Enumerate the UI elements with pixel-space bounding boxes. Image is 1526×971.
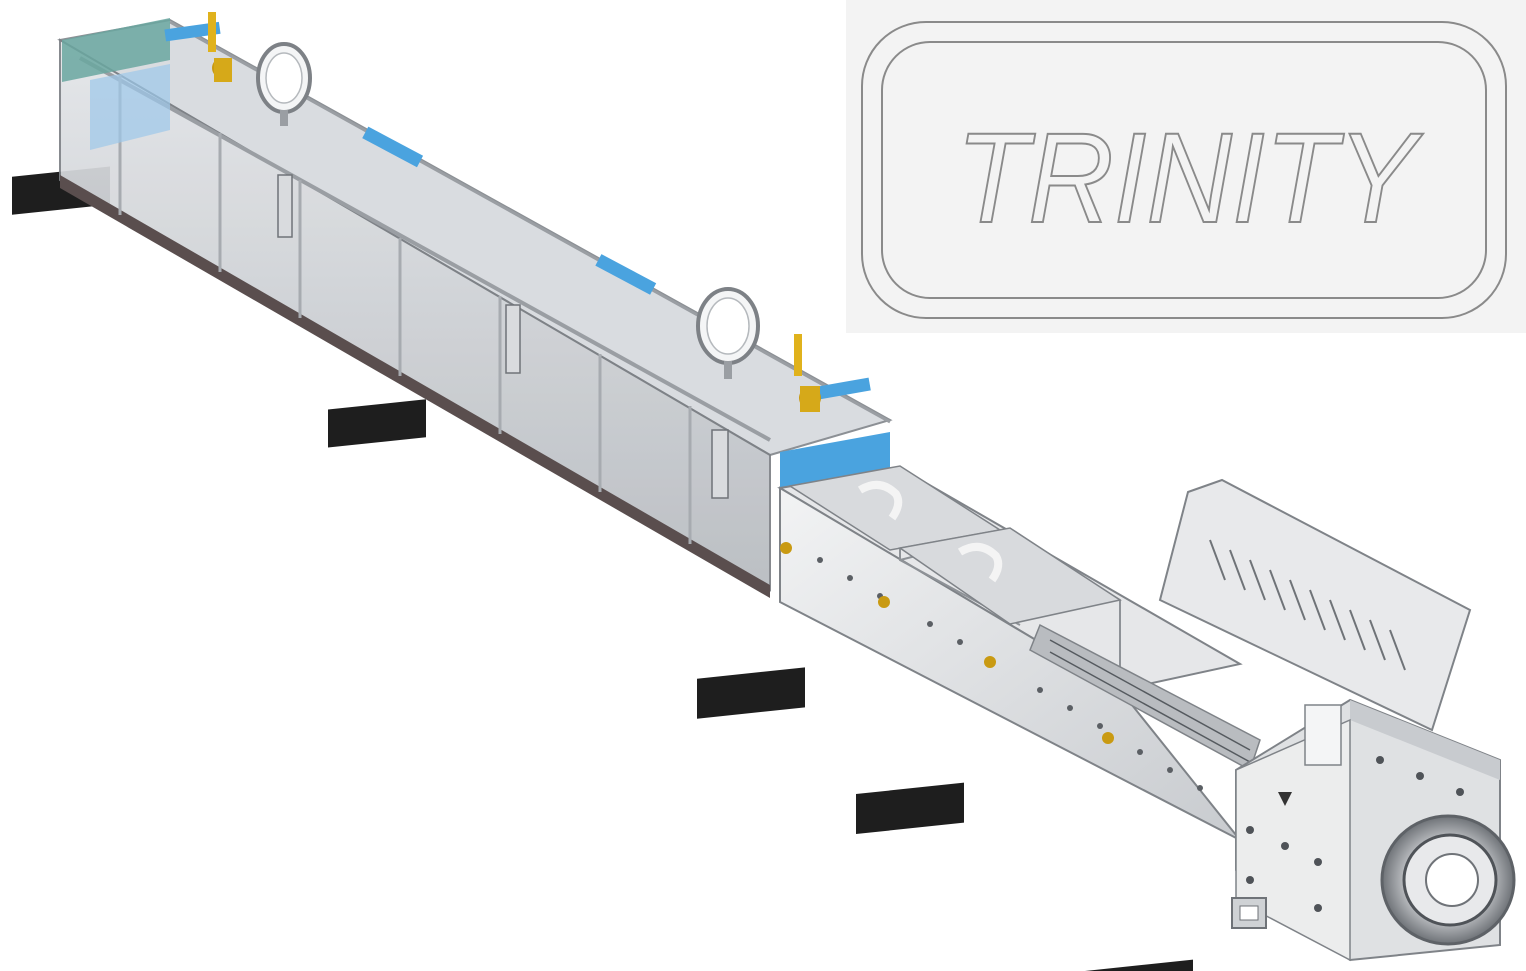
blue-clamp-icon [362, 126, 424, 168]
support-block-icon [1085, 959, 1193, 971]
trinity-logo: TRINITY [861, 21, 1507, 319]
direction-arrow-icon [1278, 792, 1292, 806]
vacuum-tank [57, 18, 893, 598]
hinged-lid [1029, 478, 1472, 772]
support-blocks [12, 166, 1193, 971]
valves [208, 12, 821, 412]
blue-clamp-icon [595, 254, 657, 295]
blue-clamp-icon [164, 21, 221, 42]
pressure-gauge-icon [256, 42, 312, 126]
blue-clamp-icon [817, 377, 871, 400]
support-block-icon [856, 782, 964, 835]
calibration-section [777, 465, 1243, 841]
die-head [1231, 698, 1516, 962]
valve-icon [794, 334, 821, 412]
support-block-icon [328, 399, 426, 448]
support-block-icon [697, 667, 805, 719]
logo-panel: TRINITY [846, 0, 1526, 333]
tank-latches [277, 174, 729, 499]
pressure-gauge-icon [696, 287, 760, 379]
blue-clamps [164, 21, 871, 400]
gauges [256, 42, 760, 379]
valve-icon [208, 12, 232, 82]
logo-text: TRINITY [956, 107, 1424, 250]
